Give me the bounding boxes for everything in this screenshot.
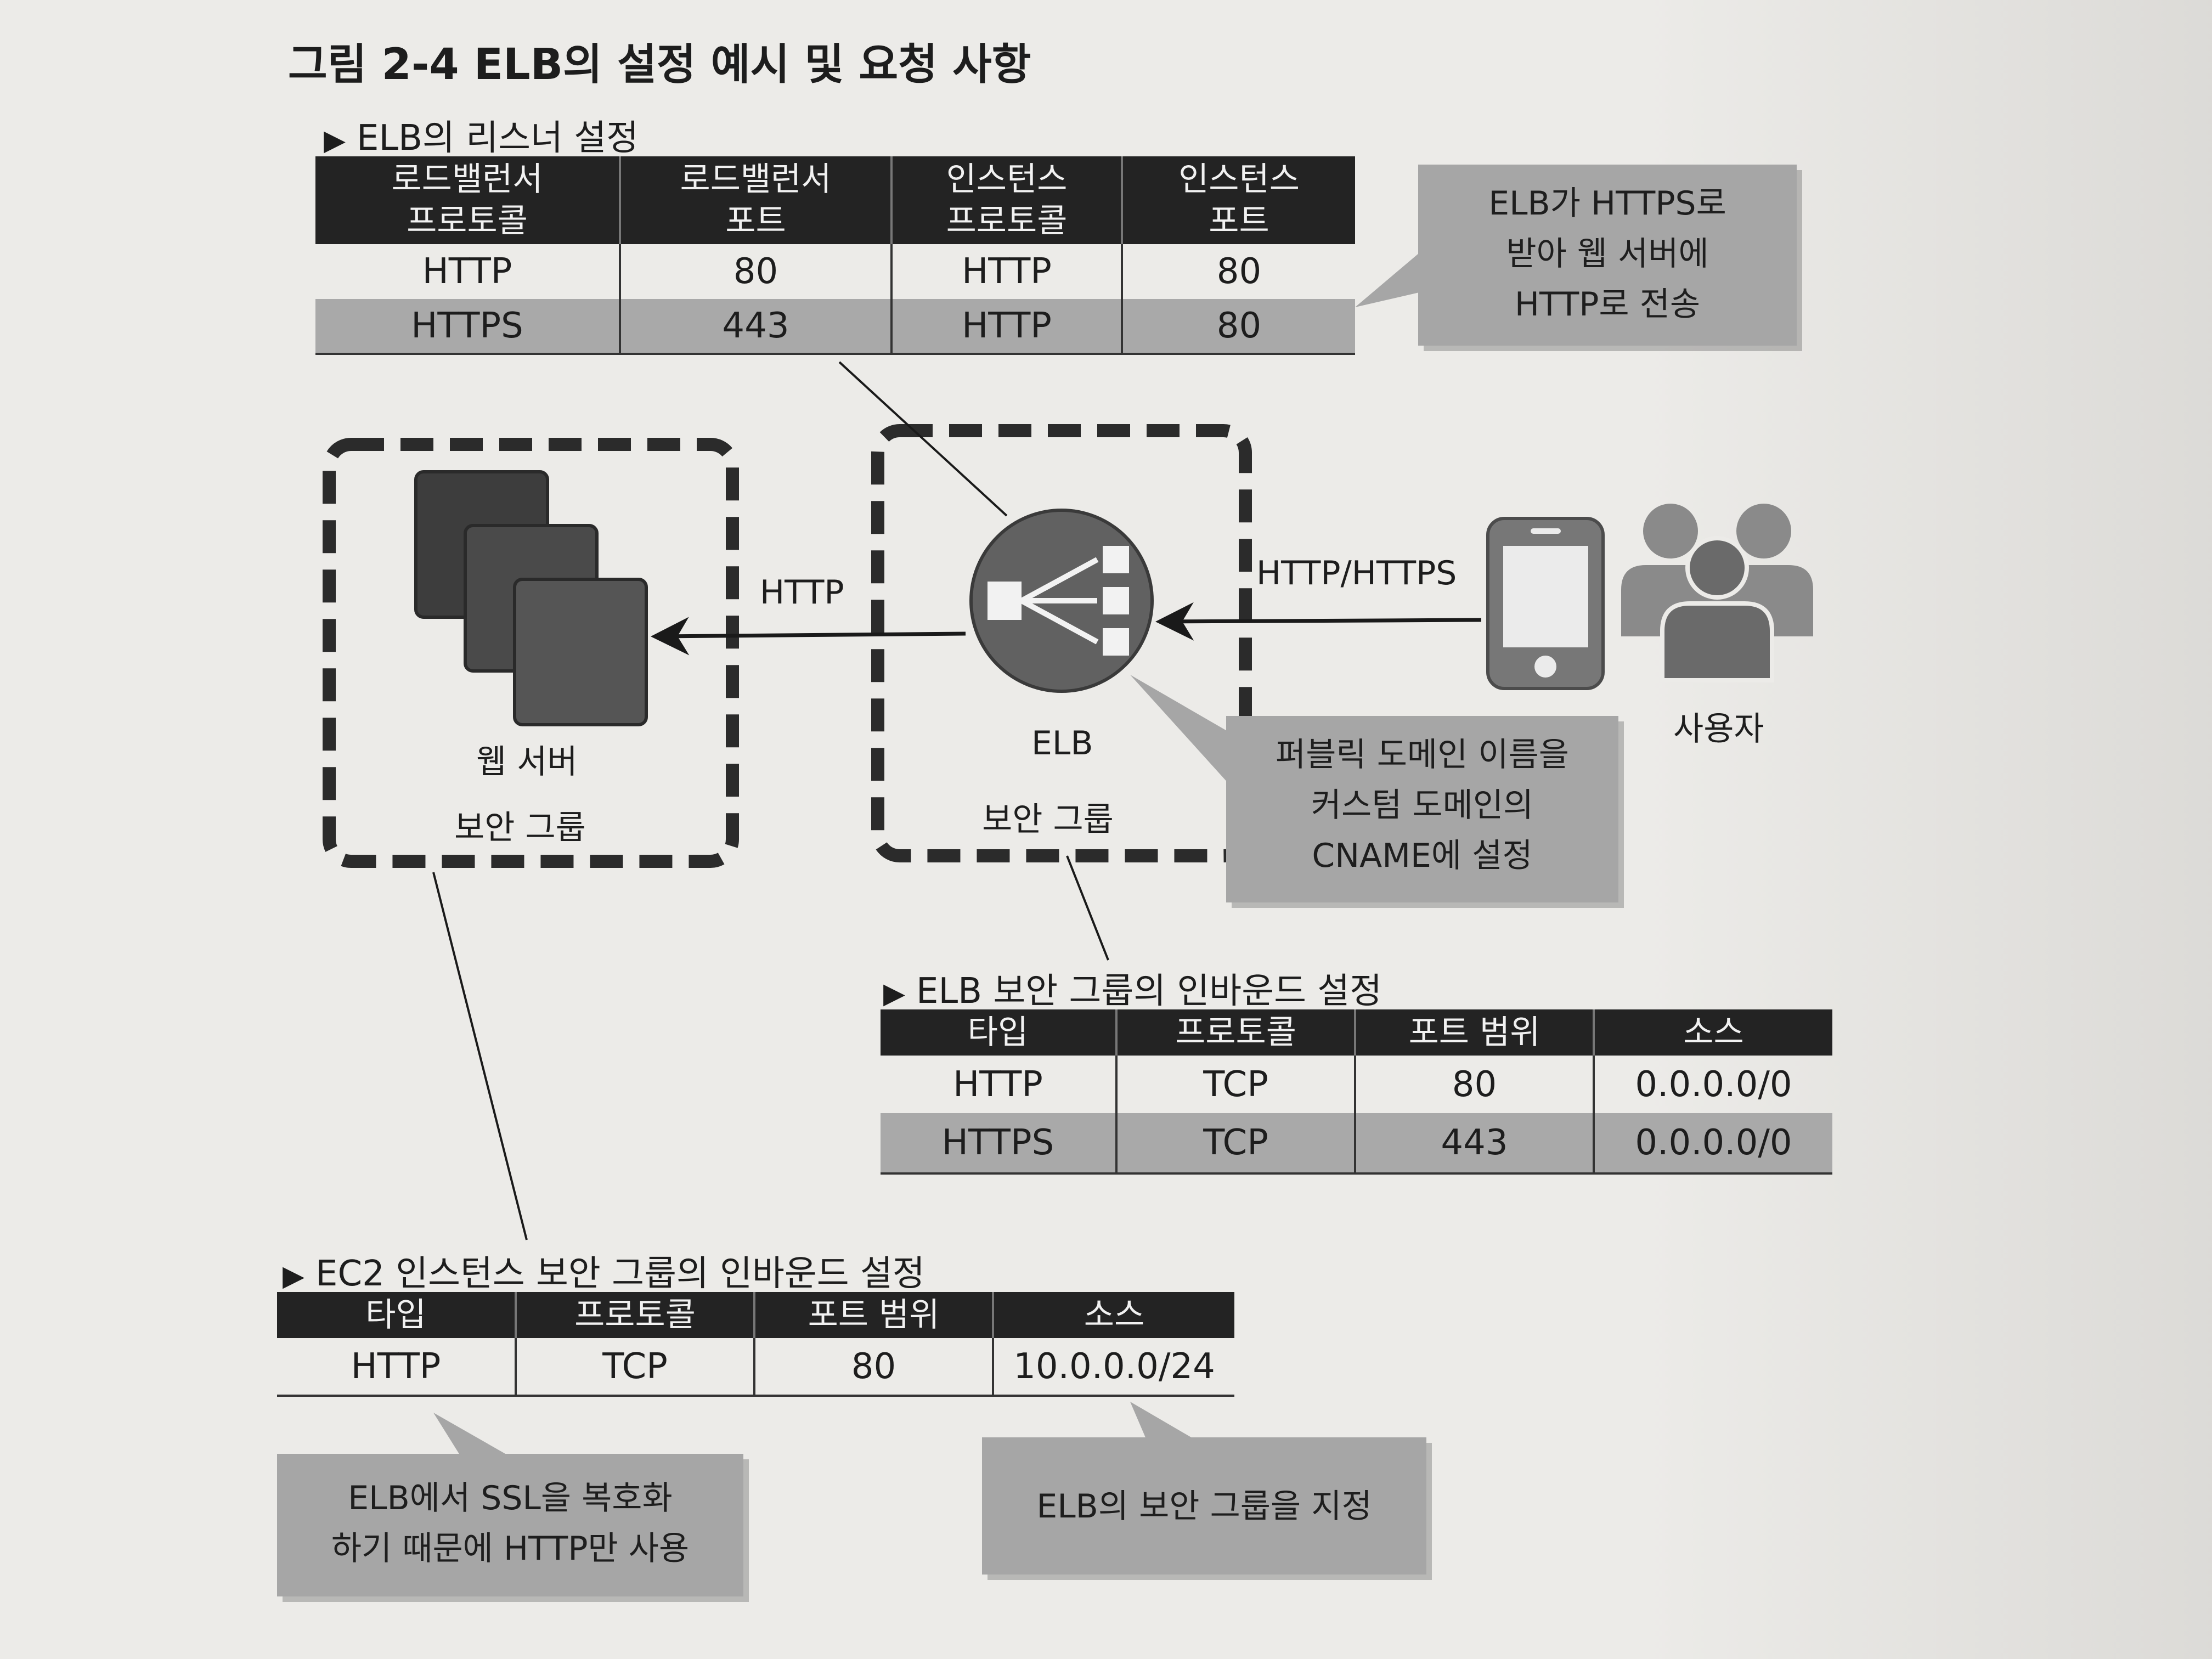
elb-security-group-table: 타입 프로토콜 포트 범위 소스 HTTP TCP 80 0.0.0.0/0 H…	[881, 1009, 1832, 1175]
table-cell: TCP	[1115, 1113, 1355, 1175]
ssl-callout-pointer	[433, 1413, 510, 1457]
load-balancer-icon	[969, 509, 1154, 693]
column-header: 타입	[277, 1292, 516, 1338]
table-cell: HTTP	[277, 1338, 516, 1397]
cname-callout: 퍼블릭 도메인 이름을 커스텀 도메인의 CNAME에 설정	[1226, 716, 1618, 902]
user-label: 사용자	[1673, 710, 1764, 748]
https-termination-callout: ELB가 HTTPS로 받아 웹 서버에 HTTP로 전송	[1418, 165, 1797, 346]
column-header: 포트 범위	[1354, 1009, 1594, 1056]
table-cell: HTTPS	[881, 1113, 1116, 1175]
column-header: 인스턴스 프로토콜	[890, 156, 1122, 244]
table-cell: HTTP	[890, 299, 1122, 355]
web-security-group-boundary	[323, 438, 739, 868]
sg-source-callout: ELB의 보안 그룹을 지정	[982, 1437, 1426, 1575]
table-row: HTTP 80 HTTP 80	[315, 244, 1355, 299]
https-arrow-label: HTTP/HTTPS	[1256, 554, 1457, 592]
table-cell: HTTP	[953, 1064, 1043, 1105]
column-header: 프로토콜	[1115, 1009, 1355, 1056]
listener-heading-text: ELB의 리스너 설정	[357, 118, 639, 159]
table-cell: 443	[1354, 1113, 1594, 1175]
column-header: 타입	[881, 1009, 1116, 1056]
cname-callout-pointer	[1130, 675, 1234, 790]
table-cell: 10.0.0.0/24	[992, 1338, 1234, 1397]
table-cell: HTTPS	[315, 299, 620, 355]
web-server-label: 웹 서버	[476, 743, 578, 781]
triangle-bullet-icon: ▶	[324, 124, 346, 157]
table-cell: 80	[1354, 1056, 1594, 1113]
table-row: HTTP TCP 80 0.0.0.0/0	[881, 1056, 1832, 1113]
column-header: 소스	[1593, 1009, 1832, 1056]
elb-security-group-boundary	[871, 424, 1252, 862]
table-cell: 0.0.0.0/0	[1593, 1056, 1832, 1113]
triangle-bullet-icon: ▶	[283, 1260, 304, 1293]
https-callout-pointer	[1355, 247, 1426, 307]
https-arrow	[1155, 602, 1482, 641]
web-security-group-label: 보안 그룹	[454, 809, 586, 847]
table-row: HTTP TCP 80 10.0.0.0/24	[277, 1338, 1234, 1397]
table-cell: 443	[619, 299, 891, 355]
http-arrow	[651, 617, 966, 656]
table-header-row: 타입 프로토콜 포트 범위 소스	[277, 1292, 1234, 1338]
elb-sg-section-heading: ▶ ELB 보안 그룹의 인바운드 설정	[883, 963, 1382, 1013]
elb-security-group-label: 보안 그룹	[982, 800, 1114, 839]
figure-title: 그림 2-4 ELB의 설정 예시 및 요청 사항	[288, 40, 1031, 89]
ec2-sg-connector-line	[432, 872, 528, 1240]
column-header: 로드밸런서 포트	[619, 156, 891, 244]
table-cell: TCP	[1115, 1056, 1355, 1113]
ec2-sg-heading-text: EC2 인스턴스 보안 그룹의 인바운드 설정	[315, 1254, 925, 1294]
elb-label: ELB	[1031, 724, 1093, 763]
table-cell: HTTP	[422, 251, 512, 292]
column-header: 포트 범위	[753, 1292, 993, 1338]
listener-section-heading: ▶ ELB의 리스너 설정	[324, 110, 639, 160]
elb-sg-connector-line	[1066, 855, 1109, 961]
table-cell: 80	[619, 244, 891, 299]
elb-sg-heading-text: ELB 보안 그룹의 인바운드 설정	[916, 971, 1383, 1012]
table-cell: 80	[753, 1338, 993, 1397]
column-header: 인스턴스 포트	[1121, 156, 1355, 244]
table-cell: 0.0.0.0/0	[1593, 1113, 1832, 1175]
http-arrow-label: HTTP	[760, 573, 844, 612]
sg-source-callout-pointer	[1130, 1402, 1196, 1440]
table-cell: TCP	[515, 1338, 754, 1397]
ec2-security-group-table: 타입 프로토콜 포트 범위 소스 HTTP TCP 80 10.0.0.0/24	[277, 1292, 1234, 1397]
triangle-bullet-icon: ▶	[883, 977, 905, 1010]
listener-table: 로드밸런서 프로토콜 로드밸런서 포트 인스턴스 프로토콜 인스턴스 포트 HT…	[315, 156, 1355, 355]
smartphone-icon	[1486, 517, 1605, 690]
table-header-row: 타입 프로토콜 포트 범위 소스	[881, 1009, 1832, 1056]
column-header: 프로토콜	[515, 1292, 754, 1338]
table-cell: 80	[1121, 244, 1355, 299]
column-header: 로드밸런서 프로토콜	[315, 156, 620, 244]
table-cell: HTTP	[890, 244, 1122, 299]
table-cell: 80	[1121, 299, 1355, 355]
server-stack-icon	[414, 470, 648, 726]
ssl-decrypt-callout: ELB에서 SSL을 복호화 하기 때문에 HTTP만 사용	[277, 1454, 743, 1596]
users-icon	[1621, 504, 1813, 682]
table-row: HTTPS 443 HTTP 80	[315, 299, 1355, 355]
listener-connector-line	[838, 361, 1008, 517]
table-header-row: 로드밸런서 프로토콜 로드밸런서 포트 인스턴스 프로토콜 인스턴스 포트	[315, 156, 1355, 244]
table-row: HTTPS TCP 443 0.0.0.0/0	[881, 1113, 1832, 1175]
ec2-sg-section-heading: ▶ EC2 인스턴스 보안 그룹의 인바운드 설정	[283, 1245, 925, 1296]
column-header: 소스	[992, 1292, 1234, 1338]
